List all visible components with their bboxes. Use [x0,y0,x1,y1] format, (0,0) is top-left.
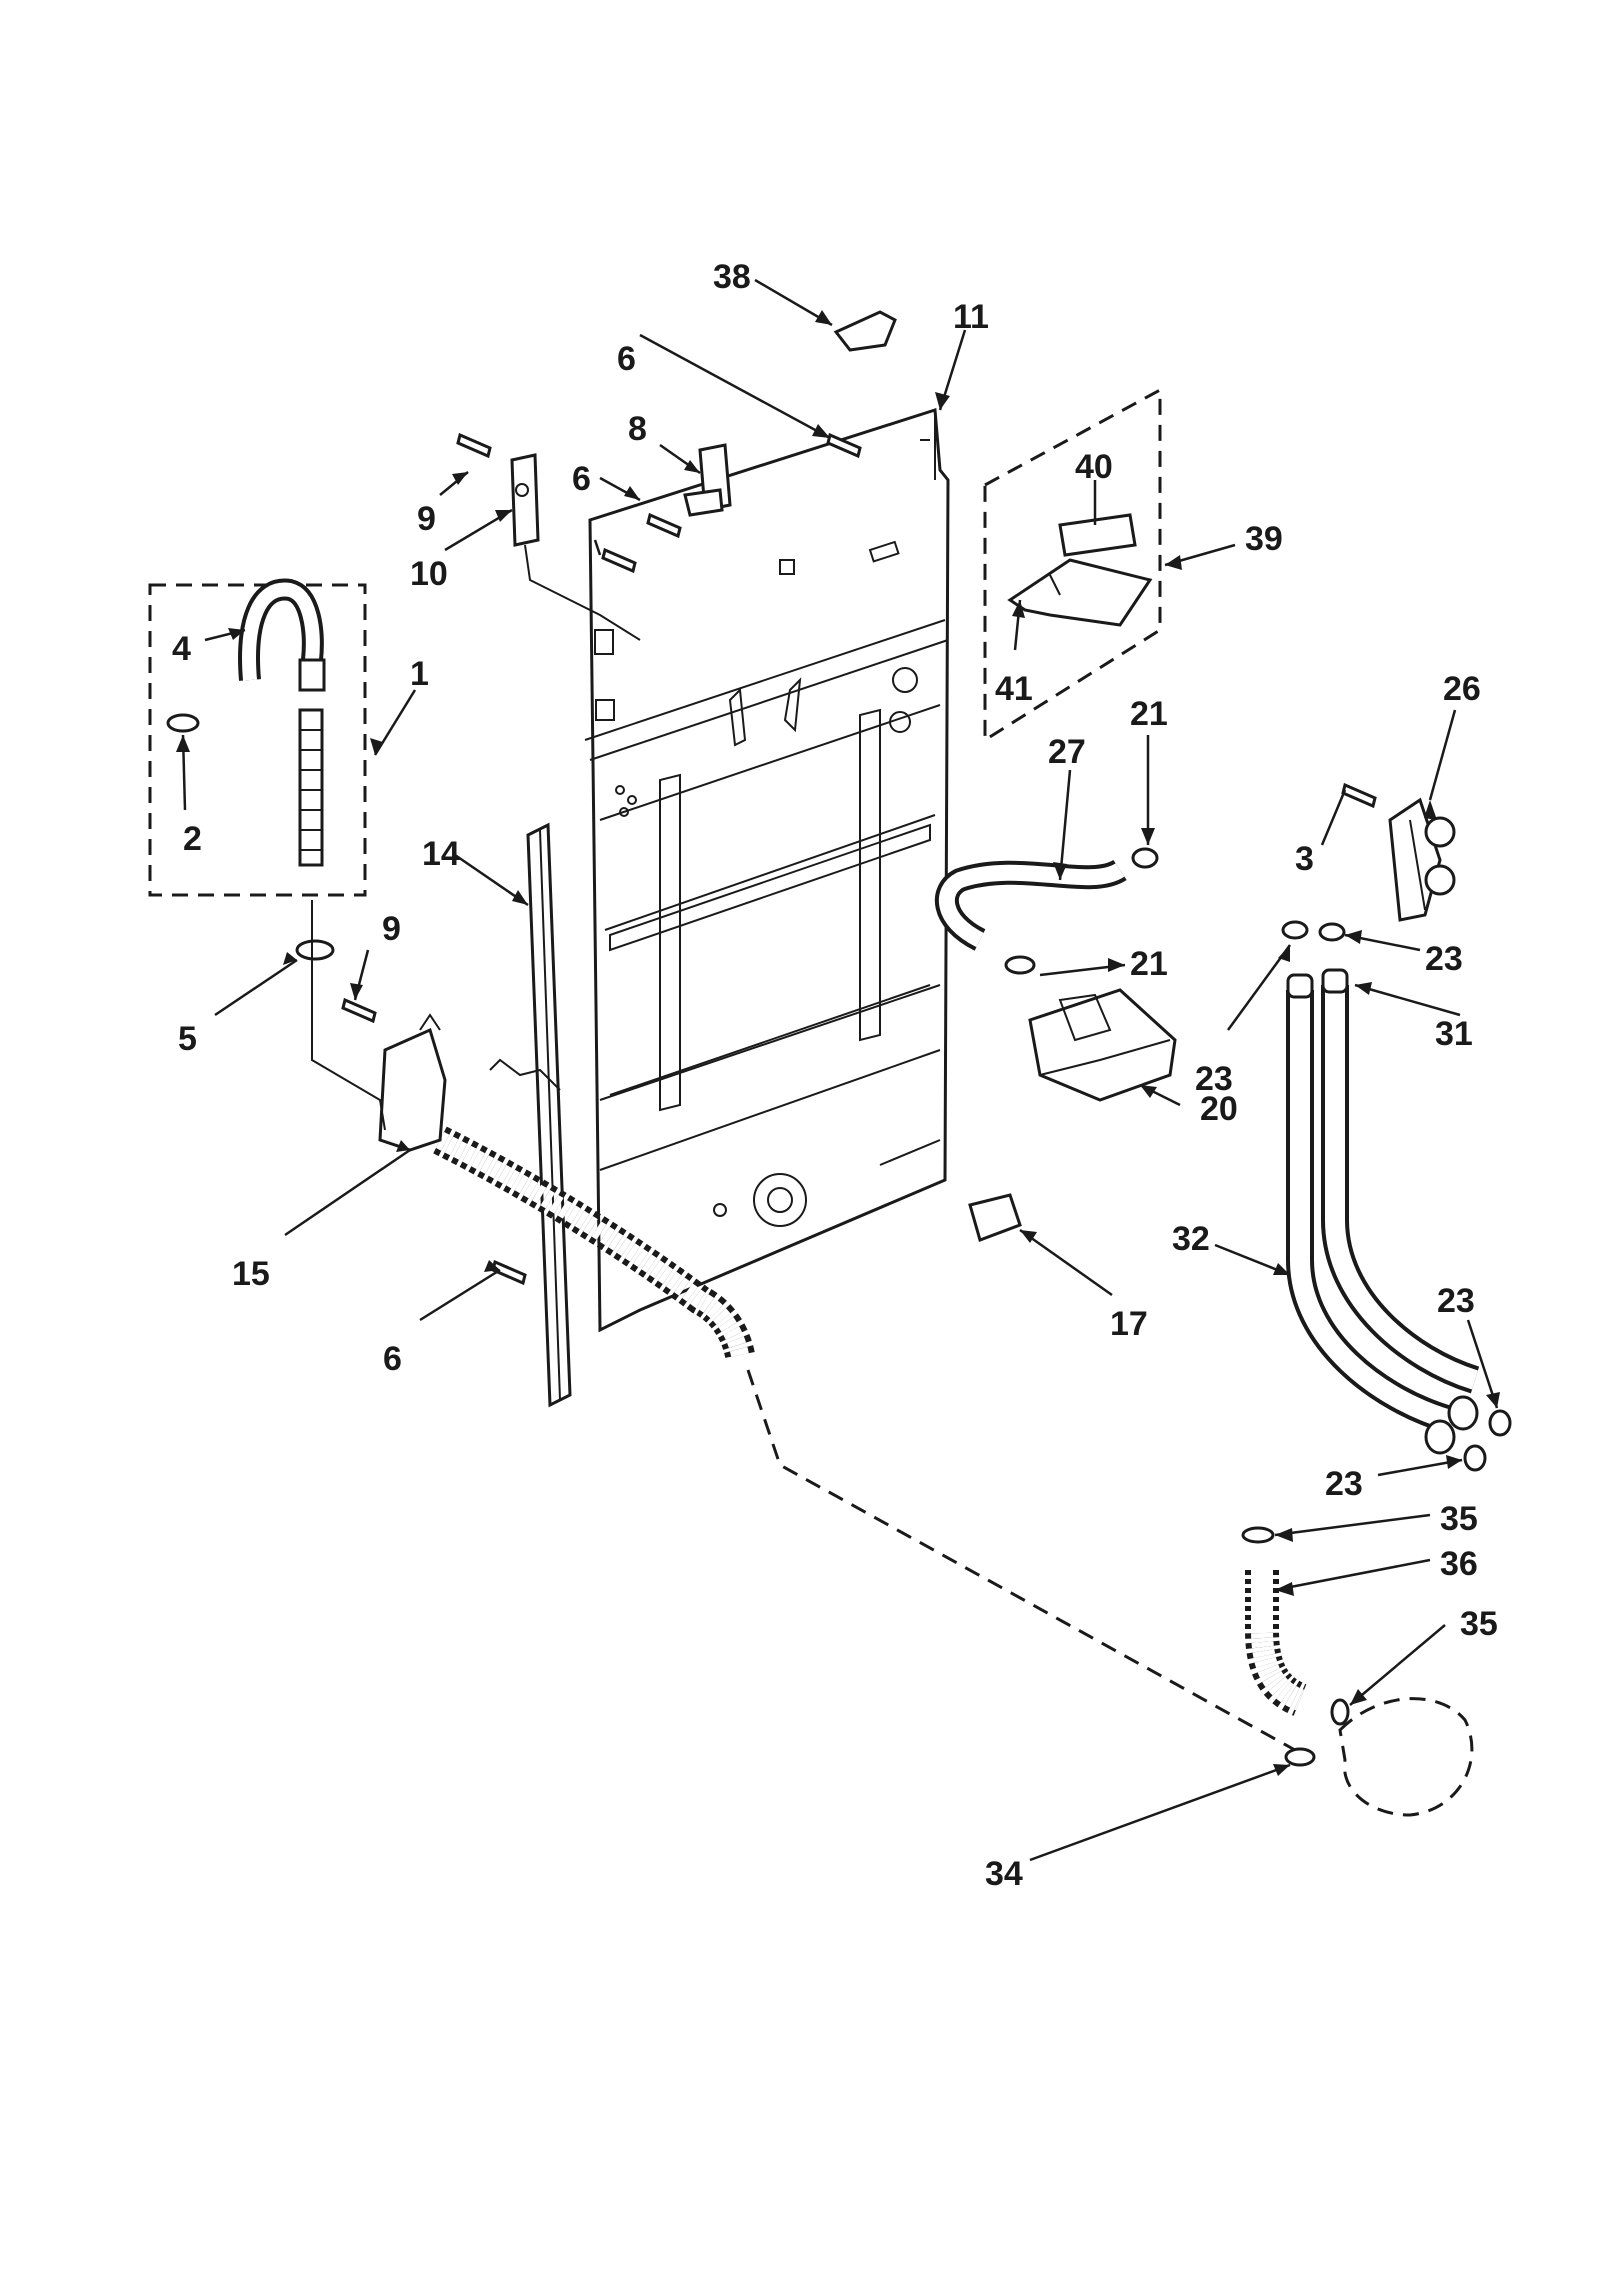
callout-31: 31 [1435,1015,1473,1053]
callout-38: 38 [713,258,751,296]
callout-5: 5 [178,1020,197,1058]
drain-hose [378,1013,755,1359]
callout-23-left: 23 [1195,1060,1233,1098]
callout-8: 8 [628,410,647,448]
callout-41: 41 [995,670,1033,708]
callout-39: 39 [1245,520,1283,558]
callout-3: 3 [1295,840,1314,878]
dispenser-assembly [934,847,1177,1102]
callout-36: 36 [1440,1545,1478,1583]
lid-switch [510,443,732,641]
washers [1281,920,1512,1472]
callout-17: 17 [1110,1305,1148,1343]
arrowheads [176,310,1500,1776]
inlet-hoses [1286,968,1480,1455]
top-clip [833,310,897,352]
hose-clip-bracket [879,1139,1022,1242]
callout-10: 10 [410,555,448,593]
hose-clamp [295,900,386,1131]
callout-40: 40 [1075,448,1113,486]
callout-32: 32 [1172,1220,1210,1258]
callout-2: 2 [183,820,202,858]
callout-34: 34 [985,1855,1023,1893]
callout-11: 11 [953,298,989,336]
callout-35-bottom: 35 [1460,1605,1498,1643]
callout-9-top: 9 [417,500,436,538]
callout-23-bottom: 23 [1325,1465,1363,1503]
callout-9-mid: 9 [382,910,401,948]
screw-group [341,432,1377,1286]
callout-14: 14 [422,835,460,873]
callout-23-lower: 23 [1437,1282,1475,1320]
side-trim-strip [526,822,572,1408]
callout-4: 4 [172,630,191,668]
harness-kit [983,387,1162,743]
callout-15: 15 [232,1255,270,1293]
callout-20: 20 [1200,1090,1238,1128]
callout-21-mid: 21 [1130,945,1168,983]
callout-6-mid: 6 [572,460,591,498]
water-inlet-valve [1388,797,1456,922]
callout-6-top: 6 [617,340,636,378]
pump-hose-assembly [1241,1526,1474,1817]
drain-kit [148,578,367,897]
callout-26: 26 [1443,670,1481,708]
callout-1: 1 [410,655,429,693]
callout-27: 27 [1048,733,1086,771]
callout-35-top: 35 [1440,1500,1478,1538]
rear-panel [584,407,950,1333]
callout-21-top: 21 [1130,695,1168,733]
callout-6-bottom: 6 [383,1340,402,1378]
drain-path-reference [746,1369,1296,1752]
callout-23-right: 23 [1425,940,1463,978]
